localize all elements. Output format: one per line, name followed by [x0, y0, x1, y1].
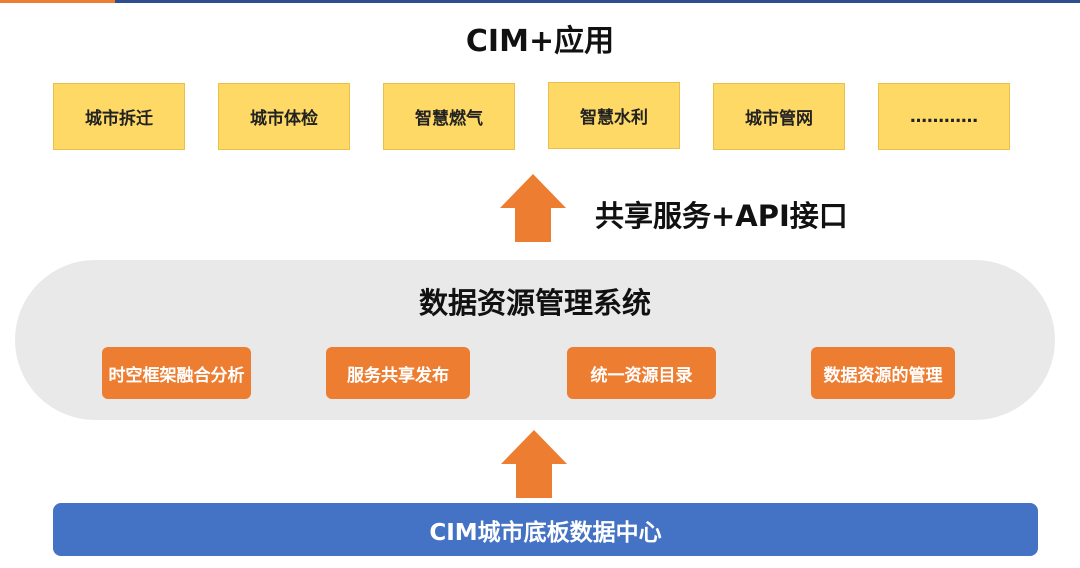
app-box-4: 智慧水利 [548, 82, 680, 149]
top-accent-bar [0, 0, 115, 3]
app-box-1: 城市拆迁 [53, 83, 185, 150]
diagram-title: CIM+应用 [465, 24, 615, 59]
module-4: 数据资源的管理 [811, 347, 955, 399]
up-arrow-upper-icon [500, 174, 566, 242]
app-box-6: ………… [878, 83, 1010, 150]
system-title: 数据资源管理系统 [418, 286, 651, 320]
app-box-5: 城市管网 [713, 83, 845, 150]
top-rule [0, 0, 1080, 3]
base-data-center: CIM城市底板数据中心 [53, 503, 1038, 556]
module-2: 服务共享发布 [326, 347, 470, 399]
app-box-3: 智慧燃气 [383, 83, 515, 150]
app-box-2: 城市体检 [218, 83, 350, 150]
module-1: 时空框架融合分析 [102, 347, 251, 399]
module-3: 统一资源目录 [567, 347, 716, 399]
up-arrow-lower-icon [501, 430, 567, 498]
api-label: 共享服务+API接口 [595, 199, 848, 233]
